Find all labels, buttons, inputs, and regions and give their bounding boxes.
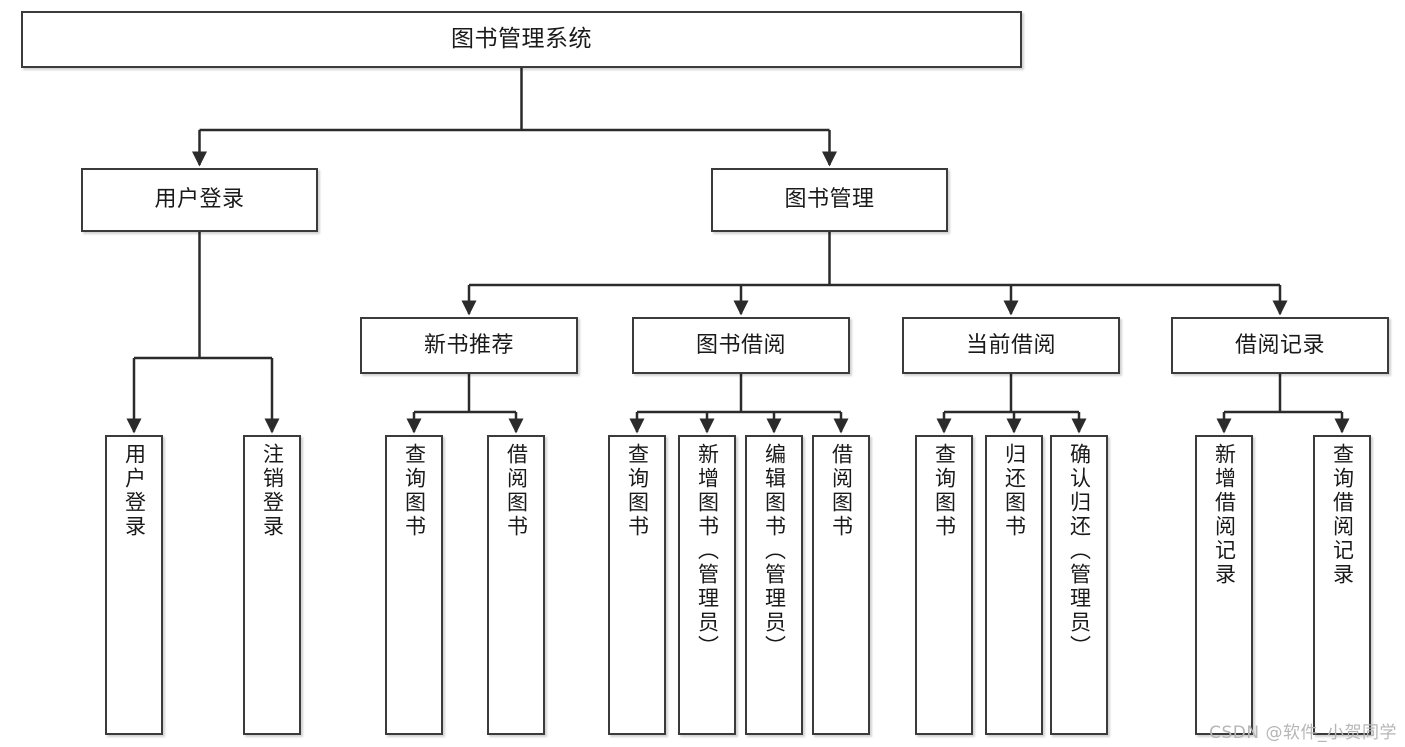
leaf-borrow-book-rec-label: 借阅图书 <box>504 443 529 539</box>
leaf-user-login[interactable]: 用户登录 <box>105 435 163 735</box>
leaf-add-record-label: 新增借阅记录 <box>1212 443 1237 587</box>
leaf-query-book-borrow[interactable]: 查询图书 <box>608 435 666 735</box>
node-user-login-label: 用户登录 <box>154 187 245 213</box>
node-book-borrow[interactable]: 图书借阅 <box>632 317 850 374</box>
node-book-manage-label: 图书管理 <box>784 187 875 213</box>
node-current-borrow-label: 当前借阅 <box>965 332 1056 358</box>
leaf-confirm-return-label: 确认归还（管理员） <box>1067 443 1092 659</box>
node-borrow-record[interactable]: 借阅记录 <box>1171 317 1389 374</box>
leaf-query-book-cur[interactable]: 查询图书 <box>915 435 973 735</box>
leaf-query-record-label: 查询借阅记录 <box>1330 443 1355 587</box>
leaf-add-record[interactable]: 新增借阅记录 <box>1195 435 1253 735</box>
leaf-borrow-book-label: 借阅图书 <box>829 443 854 539</box>
node-user-login[interactable]: 用户登录 <box>81 168 318 232</box>
leaf-query-book-rec[interactable]: 查询图书 <box>385 435 443 735</box>
leaf-return-book-label: 归还图书 <box>1002 443 1027 539</box>
node-book-manage[interactable]: 图书管理 <box>711 168 948 232</box>
node-current-borrow[interactable]: 当前借阅 <box>902 317 1120 374</box>
node-book-borrow-label: 图书借阅 <box>695 332 786 358</box>
node-root[interactable]: 图书管理系统 <box>21 11 1022 68</box>
leaf-add-book[interactable]: 新增图书（管理员） <box>678 435 736 735</box>
leaf-query-book-rec-label: 查询图书 <box>402 443 427 539</box>
leaf-add-book-label: 新增图书（管理员） <box>695 443 720 659</box>
leaf-edit-book[interactable]: 编辑图书（管理员） <box>745 435 803 735</box>
leaf-query-book-cur-label: 查询图书 <box>932 443 957 539</box>
leaf-query-record[interactable]: 查询借阅记录 <box>1313 435 1371 735</box>
leaf-confirm-return[interactable]: 确认归还（管理员） <box>1050 435 1108 735</box>
leaf-return-book[interactable]: 归还图书 <box>985 435 1043 735</box>
node-root-label: 图书管理系统 <box>451 25 592 52</box>
leaf-user-login-label: 用户登录 <box>122 443 147 539</box>
node-borrow-record-label: 借阅记录 <box>1234 332 1325 358</box>
node-new-book-rec[interactable]: 新书推荐 <box>360 317 578 374</box>
leaf-borrow-book[interactable]: 借阅图书 <box>812 435 870 735</box>
csdn-watermark: CSDN @软件_小贺同学 <box>1209 723 1397 743</box>
node-new-book-rec-label: 新书推荐 <box>423 332 514 358</box>
leaf-edit-book-label: 编辑图书（管理员） <box>762 443 787 659</box>
leaf-query-book-borrow-label: 查询图书 <box>625 443 650 539</box>
leaf-logout-label: 注销登录 <box>260 443 285 539</box>
leaf-borrow-book-rec[interactable]: 借阅图书 <box>487 435 545 735</box>
leaf-logout[interactable]: 注销登录 <box>243 435 301 735</box>
